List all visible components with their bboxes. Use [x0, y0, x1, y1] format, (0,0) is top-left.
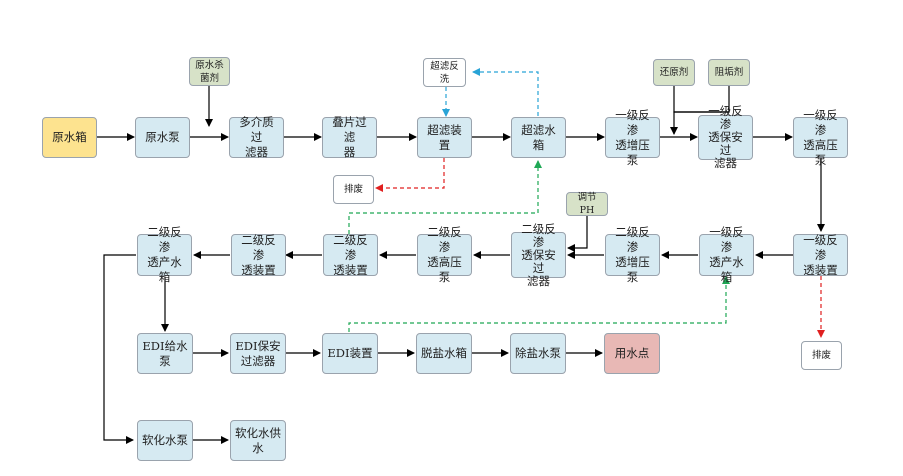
edi-security-filter: EDI保安 过滤器 — [230, 333, 286, 374]
raw-water-disinfectant: 原水杀 菌剂 — [189, 57, 230, 86]
softened-water-pump: 软化水泵 — [137, 420, 193, 461]
ro2-booster-pump: 二级反渗 透增压泵 — [605, 225, 660, 284]
disc-filter: 叠片过滤 器 — [322, 115, 377, 159]
scale-inhibitor: 阻垢剂 — [708, 59, 750, 86]
ro2-device: 二级反渗 透装置 — [231, 233, 286, 277]
dosing-arrow — [567, 216, 588, 252]
dosing-arrow — [670, 86, 730, 135]
water-use-point: 用水点 — [604, 333, 660, 374]
ro2-device: 二级反渗 透装置 — [323, 233, 378, 277]
edi-device: EDI装置 — [322, 333, 378, 374]
desalted-water-pump: 除盐水泵 — [510, 333, 566, 374]
uf-device: 超滤装置 — [417, 117, 472, 158]
backwash-arrow — [472, 68, 539, 116]
reductant: 还原剂 — [653, 59, 695, 86]
uf-backwash: 超滤反 洗 — [423, 58, 466, 87]
ro2-product-tank: 二级反渗 透产水箱 — [137, 225, 192, 284]
flow-arrow — [103, 254, 136, 444]
uf-water-tank: 超滤水箱 — [511, 117, 566, 158]
ro1-booster-pump: 一级反渗 透增压泵 — [605, 108, 660, 167]
ro2-high-pressure-pump: 二级反渗 透高压泵 — [417, 225, 472, 284]
softened-water-supply: 软化水供 水 — [230, 420, 286, 461]
desalted-water-tank: 脱盐水箱 — [416, 333, 472, 374]
adjust-ph: 调节PH — [566, 192, 608, 216]
ro2-security-filter: 二级反渗 透保安过 滤器 — [511, 222, 566, 287]
ro1-security-filter: 一级反渗 透保安过 滤器 — [698, 105, 753, 170]
multi-media-filter: 多介质过 滤器 — [229, 115, 284, 159]
raw-water-tank: 原水箱 — [42, 117, 97, 158]
ro1-discharge: 排废 — [801, 341, 842, 370]
ro1-high-pressure-pump: 一级反渗 透高压泵 — [793, 108, 848, 167]
raw-water-pump: 原水泵 — [135, 117, 190, 158]
uf-discharge: 排废 — [333, 175, 374, 204]
ro1-device: 一级反渗 透装置 — [793, 233, 848, 277]
edi-feed-pump: EDI给水 泵 — [137, 333, 193, 374]
waste-arrow — [375, 158, 445, 192]
recycle-arrow — [348, 160, 542, 234]
ro1-product-tank: 一级反渗 透产水箱 — [699, 225, 754, 284]
recycle-arrow — [348, 276, 730, 332]
